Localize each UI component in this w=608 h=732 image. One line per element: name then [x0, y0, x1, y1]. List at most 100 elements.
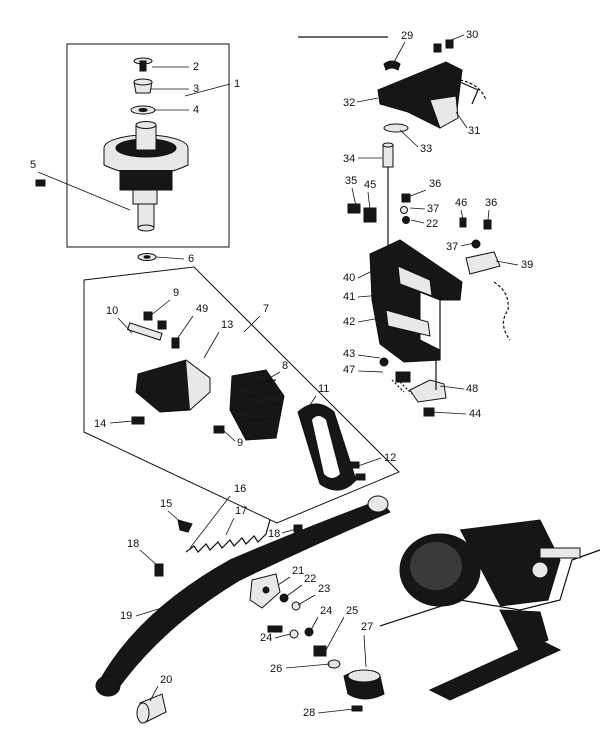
- callout-leader-c9: [149, 299, 171, 317]
- callout-label-c33: 33: [420, 143, 432, 155]
- part-18-screws: [154, 524, 303, 577]
- callout-label-c14: 14: [94, 418, 106, 430]
- callout-label-c18: 18: [127, 538, 139, 550]
- part-30-screws: [433, 39, 454, 53]
- callout-label-c42: 42: [343, 316, 355, 328]
- mechanism-assembly: [379, 519, 601, 701]
- callout-leader-c36b: [487, 209, 490, 221]
- callout-leader-c28: [317, 708, 355, 714]
- part-5-screw: [35, 179, 46, 187]
- callout-label-c5: 5: [30, 159, 36, 171]
- callout-leader-c29: [393, 41, 406, 63]
- part-32-top-lever: [377, 61, 479, 129]
- callout-label-c36b: 36: [485, 197, 497, 209]
- part-19-lever-arm: [95, 495, 391, 697]
- callout-leader-c37: [409, 207, 426, 210]
- callout-label-c28: 28: [303, 707, 315, 719]
- callout-label-c8: 8: [282, 360, 288, 372]
- callout-leader-c23: [297, 594, 316, 606]
- callout-leader-c10: [117, 317, 133, 334]
- callout-leader-c42: [357, 317, 381, 323]
- callout-leader-c37b: [460, 242, 475, 247]
- callout-label-c36: 36: [429, 178, 441, 190]
- part-29-clip: [383, 60, 401, 71]
- callout-label-c10: 10: [106, 305, 118, 317]
- callout-layer: 1234567899101112131415161718181920212222…: [30, 29, 533, 719]
- callout-leader-c31: [455, 111, 468, 129]
- part-39-plate: [465, 251, 501, 275]
- callout-leader-c45: [367, 191, 371, 211]
- part-12-screws: [349, 461, 366, 481]
- parts-22-26-hardware: [267, 593, 341, 669]
- callout-label-c39: 39: [521, 259, 533, 271]
- part-4-washer: [130, 105, 156, 115]
- callout-label-c29: 29: [401, 30, 413, 42]
- callout-label-c31: 31: [468, 125, 480, 137]
- callout-label-c16: 16: [234, 483, 246, 495]
- callout-leader-c43: [357, 354, 381, 359]
- callout-label-c37: 37: [427, 203, 439, 215]
- callout-label-c6: 6: [188, 253, 194, 265]
- part-43-47-nuts: [379, 357, 411, 383]
- callout-leader-c21: [277, 576, 291, 586]
- part-27-knurled-knob: [343, 669, 385, 700]
- callout-leader-c40: [357, 269, 375, 279]
- callout-label-c35: 35: [345, 175, 357, 187]
- part-1-hub-assembly: [103, 121, 189, 232]
- callout-label-c26: 26: [270, 663, 282, 675]
- callout-label-c7: 7: [263, 303, 269, 315]
- callout-label-c19: 19: [120, 610, 132, 622]
- part-20-knob: [136, 693, 167, 724]
- callout-label-c47: 47: [343, 364, 355, 376]
- callout-leader-c39: [495, 260, 519, 266]
- callout-leader-c22: [286, 584, 303, 597]
- callout-label-c45: 45: [364, 179, 376, 191]
- callout-leader-c46: [460, 209, 464, 220]
- callout-leader-c35: [351, 187, 357, 207]
- part-14-screw: [131, 416, 145, 425]
- callout-label-c23: 23: [318, 583, 330, 595]
- callout-leader-c36: [407, 189, 427, 198]
- callout-label-c17: 17: [235, 505, 247, 517]
- callout-leader-c5: [37, 171, 131, 211]
- callout-label-c11: 11: [318, 383, 329, 395]
- part-40-frame: [369, 239, 463, 363]
- callout-label-c49: 49: [196, 303, 208, 315]
- part-3-collar: [133, 78, 153, 94]
- callout-label-c30: 30: [466, 29, 478, 41]
- part-21-link: [249, 573, 281, 609]
- callout-leader-c30: [445, 34, 465, 43]
- callout-label-c40: 40: [343, 272, 355, 284]
- callout-label-c9: 9: [173, 287, 179, 299]
- callout-leader-c33: [399, 129, 419, 148]
- part-34-shaft: [382, 142, 394, 250]
- part-49-screw: [171, 337, 180, 349]
- assembly-box-7: [83, 266, 400, 524]
- callout-leader-c14: [109, 420, 134, 424]
- callout-label-c15: 15: [160, 498, 172, 510]
- callout-leader-c15: [167, 510, 185, 526]
- callout-leader-c9b: [223, 430, 236, 442]
- callout-leader-c22b: [410, 219, 425, 224]
- callout-label-c25: 25: [346, 605, 358, 617]
- callout-label-c13: 13: [221, 319, 233, 331]
- callout-leader-c44: [431, 411, 467, 415]
- part-33-washer: [383, 123, 409, 133]
- callout-label-c22b: 22: [426, 218, 438, 230]
- callout-label-c2: 2: [193, 61, 199, 73]
- part-8-ribbed-block: [229, 369, 285, 441]
- callout-label-c43: 43: [343, 348, 355, 360]
- part-9-screws: [143, 311, 225, 434]
- callout-label-c24: 24: [260, 632, 272, 644]
- callout-leader-c41: [357, 294, 383, 298]
- callout-leader-c11: [307, 395, 317, 409]
- part-28-pin: [351, 705, 363, 712]
- callout-label-c4: 4: [193, 104, 199, 116]
- callout-label-c9b: 9: [237, 437, 243, 449]
- callout-leader-c49: [176, 315, 194, 340]
- callout-leader-c27: [363, 634, 367, 668]
- part-10-pin: [126, 322, 163, 341]
- part-48-lever: [409, 360, 447, 403]
- callout-label-c24b: 24: [320, 605, 332, 617]
